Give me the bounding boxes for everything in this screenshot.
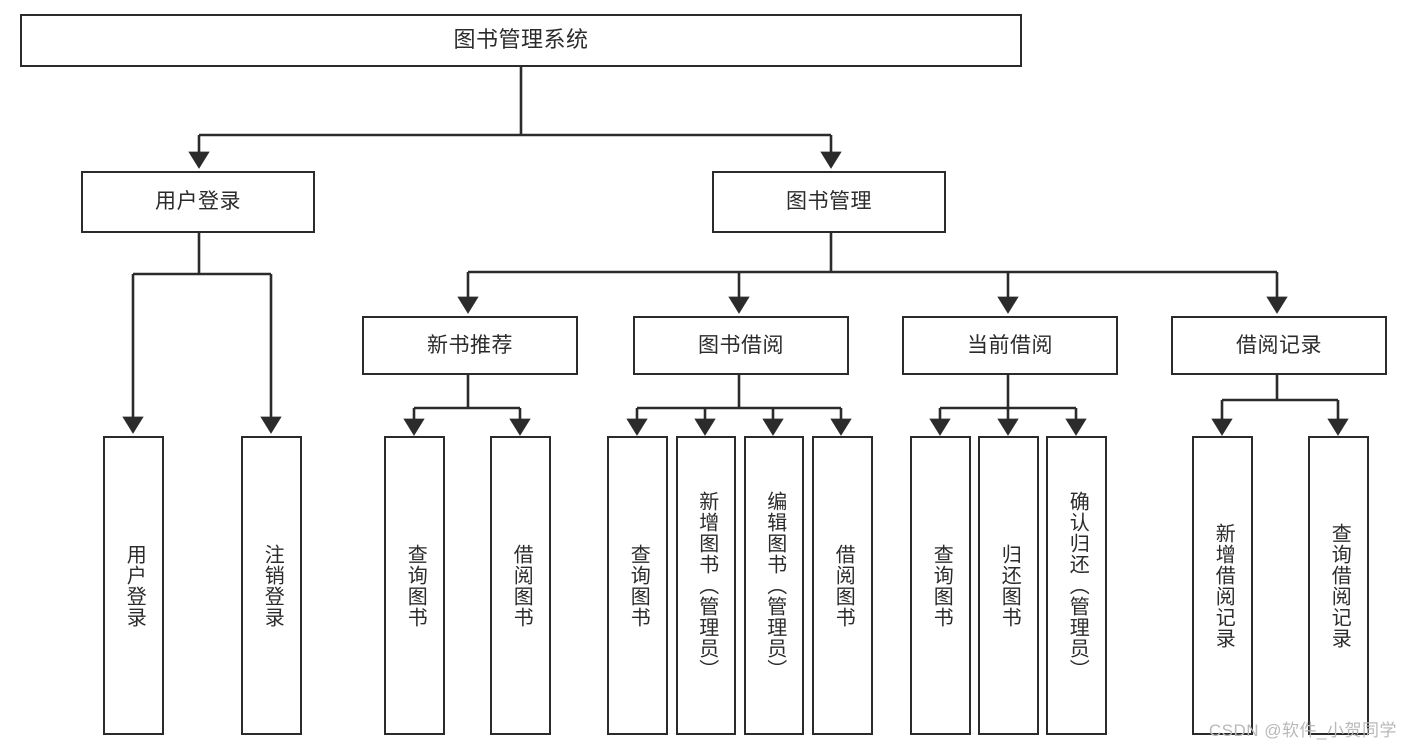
node-leaf-query-book-2-label: 查询图书 [627,543,650,628]
node-borrow-record[interactable]: 借阅记录 [1171,316,1387,375]
node-leaf-user-login[interactable]: 用户登录 [103,436,164,735]
node-leaf-user-logout[interactable]: 注销登录 [241,436,302,735]
node-borrow-record-label: 借阅记录 [1236,333,1322,357]
node-leaf-add-record-label: 新增借阅记录 [1212,522,1235,649]
node-book-management-label: 图书管理 [786,190,872,214]
node-user-login[interactable]: 用户登录 [81,171,315,233]
node-leaf-edit-book[interactable]: 编辑图书（管理员） [744,436,804,735]
node-leaf-query-book-3[interactable]: 查询图书 [910,436,971,735]
node-root[interactable]: 图书管理系统 [20,14,1022,67]
node-root-label: 图书管理系统 [453,27,589,53]
node-leaf-borrow-book-2-label: 借阅图书 [832,543,855,628]
node-book-management[interactable]: 图书管理 [712,171,946,233]
node-leaf-query-book-1[interactable]: 查询图书 [384,436,445,735]
node-leaf-return-book-label: 归还图书 [998,543,1021,628]
node-leaf-query-record[interactable]: 查询借阅记录 [1308,436,1369,735]
node-leaf-confirm-return[interactable]: 确认归还（管理员） [1046,436,1107,735]
node-leaf-user-login-label: 用户登录 [123,543,146,628]
node-leaf-confirm-return-label: 确认归还（管理员） [1066,491,1089,680]
node-user-login-label: 用户登录 [155,190,241,214]
node-leaf-query-book-3-label: 查询图书 [930,543,953,628]
node-leaf-add-book-label: 新增图书（管理员） [695,491,718,680]
node-leaf-add-book[interactable]: 新增图书（管理员） [676,436,736,735]
node-new-book-recommend-label: 新书推荐 [427,333,513,357]
node-leaf-query-book-1-label: 查询图书 [404,543,427,628]
node-leaf-edit-book-label: 编辑图书（管理员） [763,491,786,680]
watermark-text: CSDN @软件_小贺同学 [1208,721,1397,740]
node-leaf-user-logout-label: 注销登录 [261,543,284,628]
node-leaf-return-book[interactable]: 归还图书 [978,436,1039,735]
node-leaf-query-record-label: 查询借阅记录 [1328,522,1351,649]
node-new-book-recommend[interactable]: 新书推荐 [362,316,578,375]
node-leaf-borrow-book-2[interactable]: 借阅图书 [812,436,873,735]
node-book-borrow[interactable]: 图书借阅 [633,316,849,375]
node-current-borrow[interactable]: 当前借阅 [902,316,1118,375]
node-leaf-add-record[interactable]: 新增借阅记录 [1192,436,1253,735]
node-leaf-borrow-book-1-label: 借阅图书 [510,543,533,628]
node-leaf-query-book-2[interactable]: 查询图书 [607,436,668,735]
node-book-borrow-label: 图书借阅 [698,333,784,357]
node-current-borrow-label: 当前借阅 [967,333,1053,357]
node-leaf-borrow-book-1[interactable]: 借阅图书 [490,436,551,735]
